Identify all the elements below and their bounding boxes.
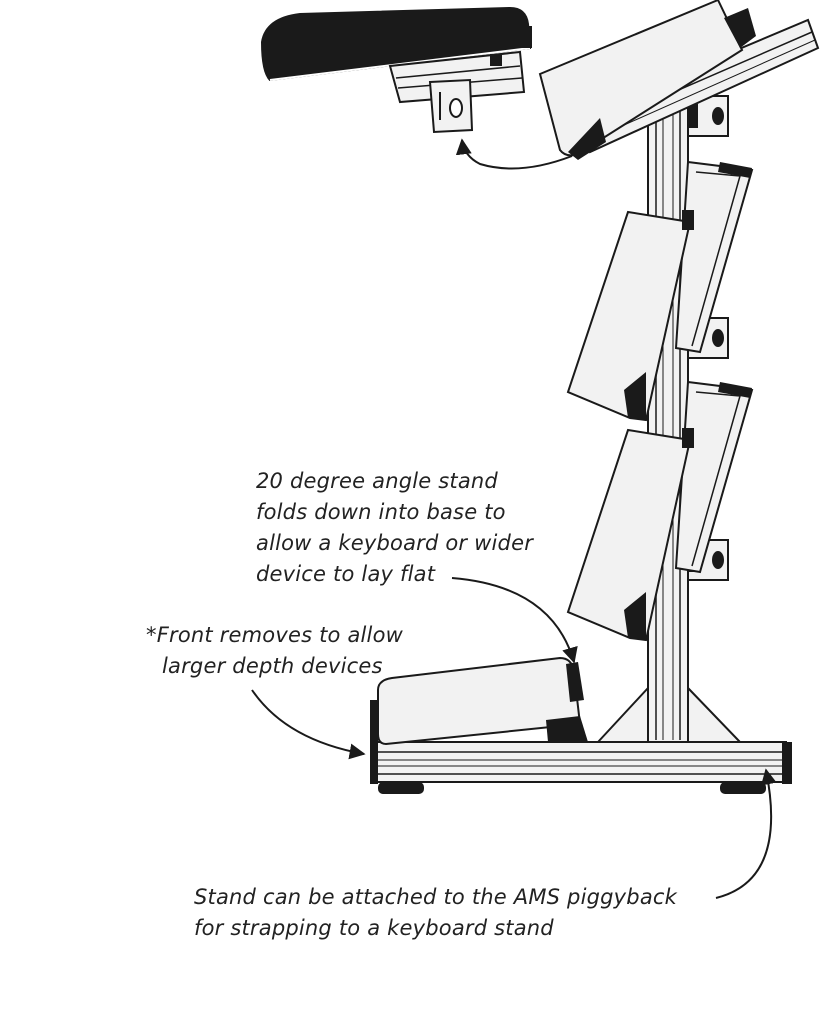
note-line: folds down into base to [256,500,506,524]
note-line: allow a keyboard or wider [256,531,534,555]
arrow-icon [251,689,366,760]
piggyback-note: Stand can be attached to the AMS piggyba… [194,882,677,944]
lower-tier-device [566,380,754,642]
arrow-icon [715,768,777,899]
arrow-icon [455,138,573,170]
vertical-post [647,87,689,743]
note-line: 20 degree angle stand [256,469,498,493]
note-line: larger depth devices [162,654,383,678]
angle-stand-note: 20 degree angle stand folds down into ba… [256,466,533,590]
note-line: *Front removes to allow [146,623,404,647]
arrow-icon [451,577,578,664]
top-tier-device [538,0,820,160]
detached-top-shelf [260,6,532,134]
front-removes-note: *Front removes to allow larger depth dev… [146,620,403,682]
stand-base [370,656,792,794]
note-line: Stand can be attached to the AMS piggyba… [194,885,678,909]
note-line: for strapping to a keyboard stand [194,916,554,940]
note-line: device to lay flat [256,562,436,586]
middle-tier-device [566,160,754,422]
